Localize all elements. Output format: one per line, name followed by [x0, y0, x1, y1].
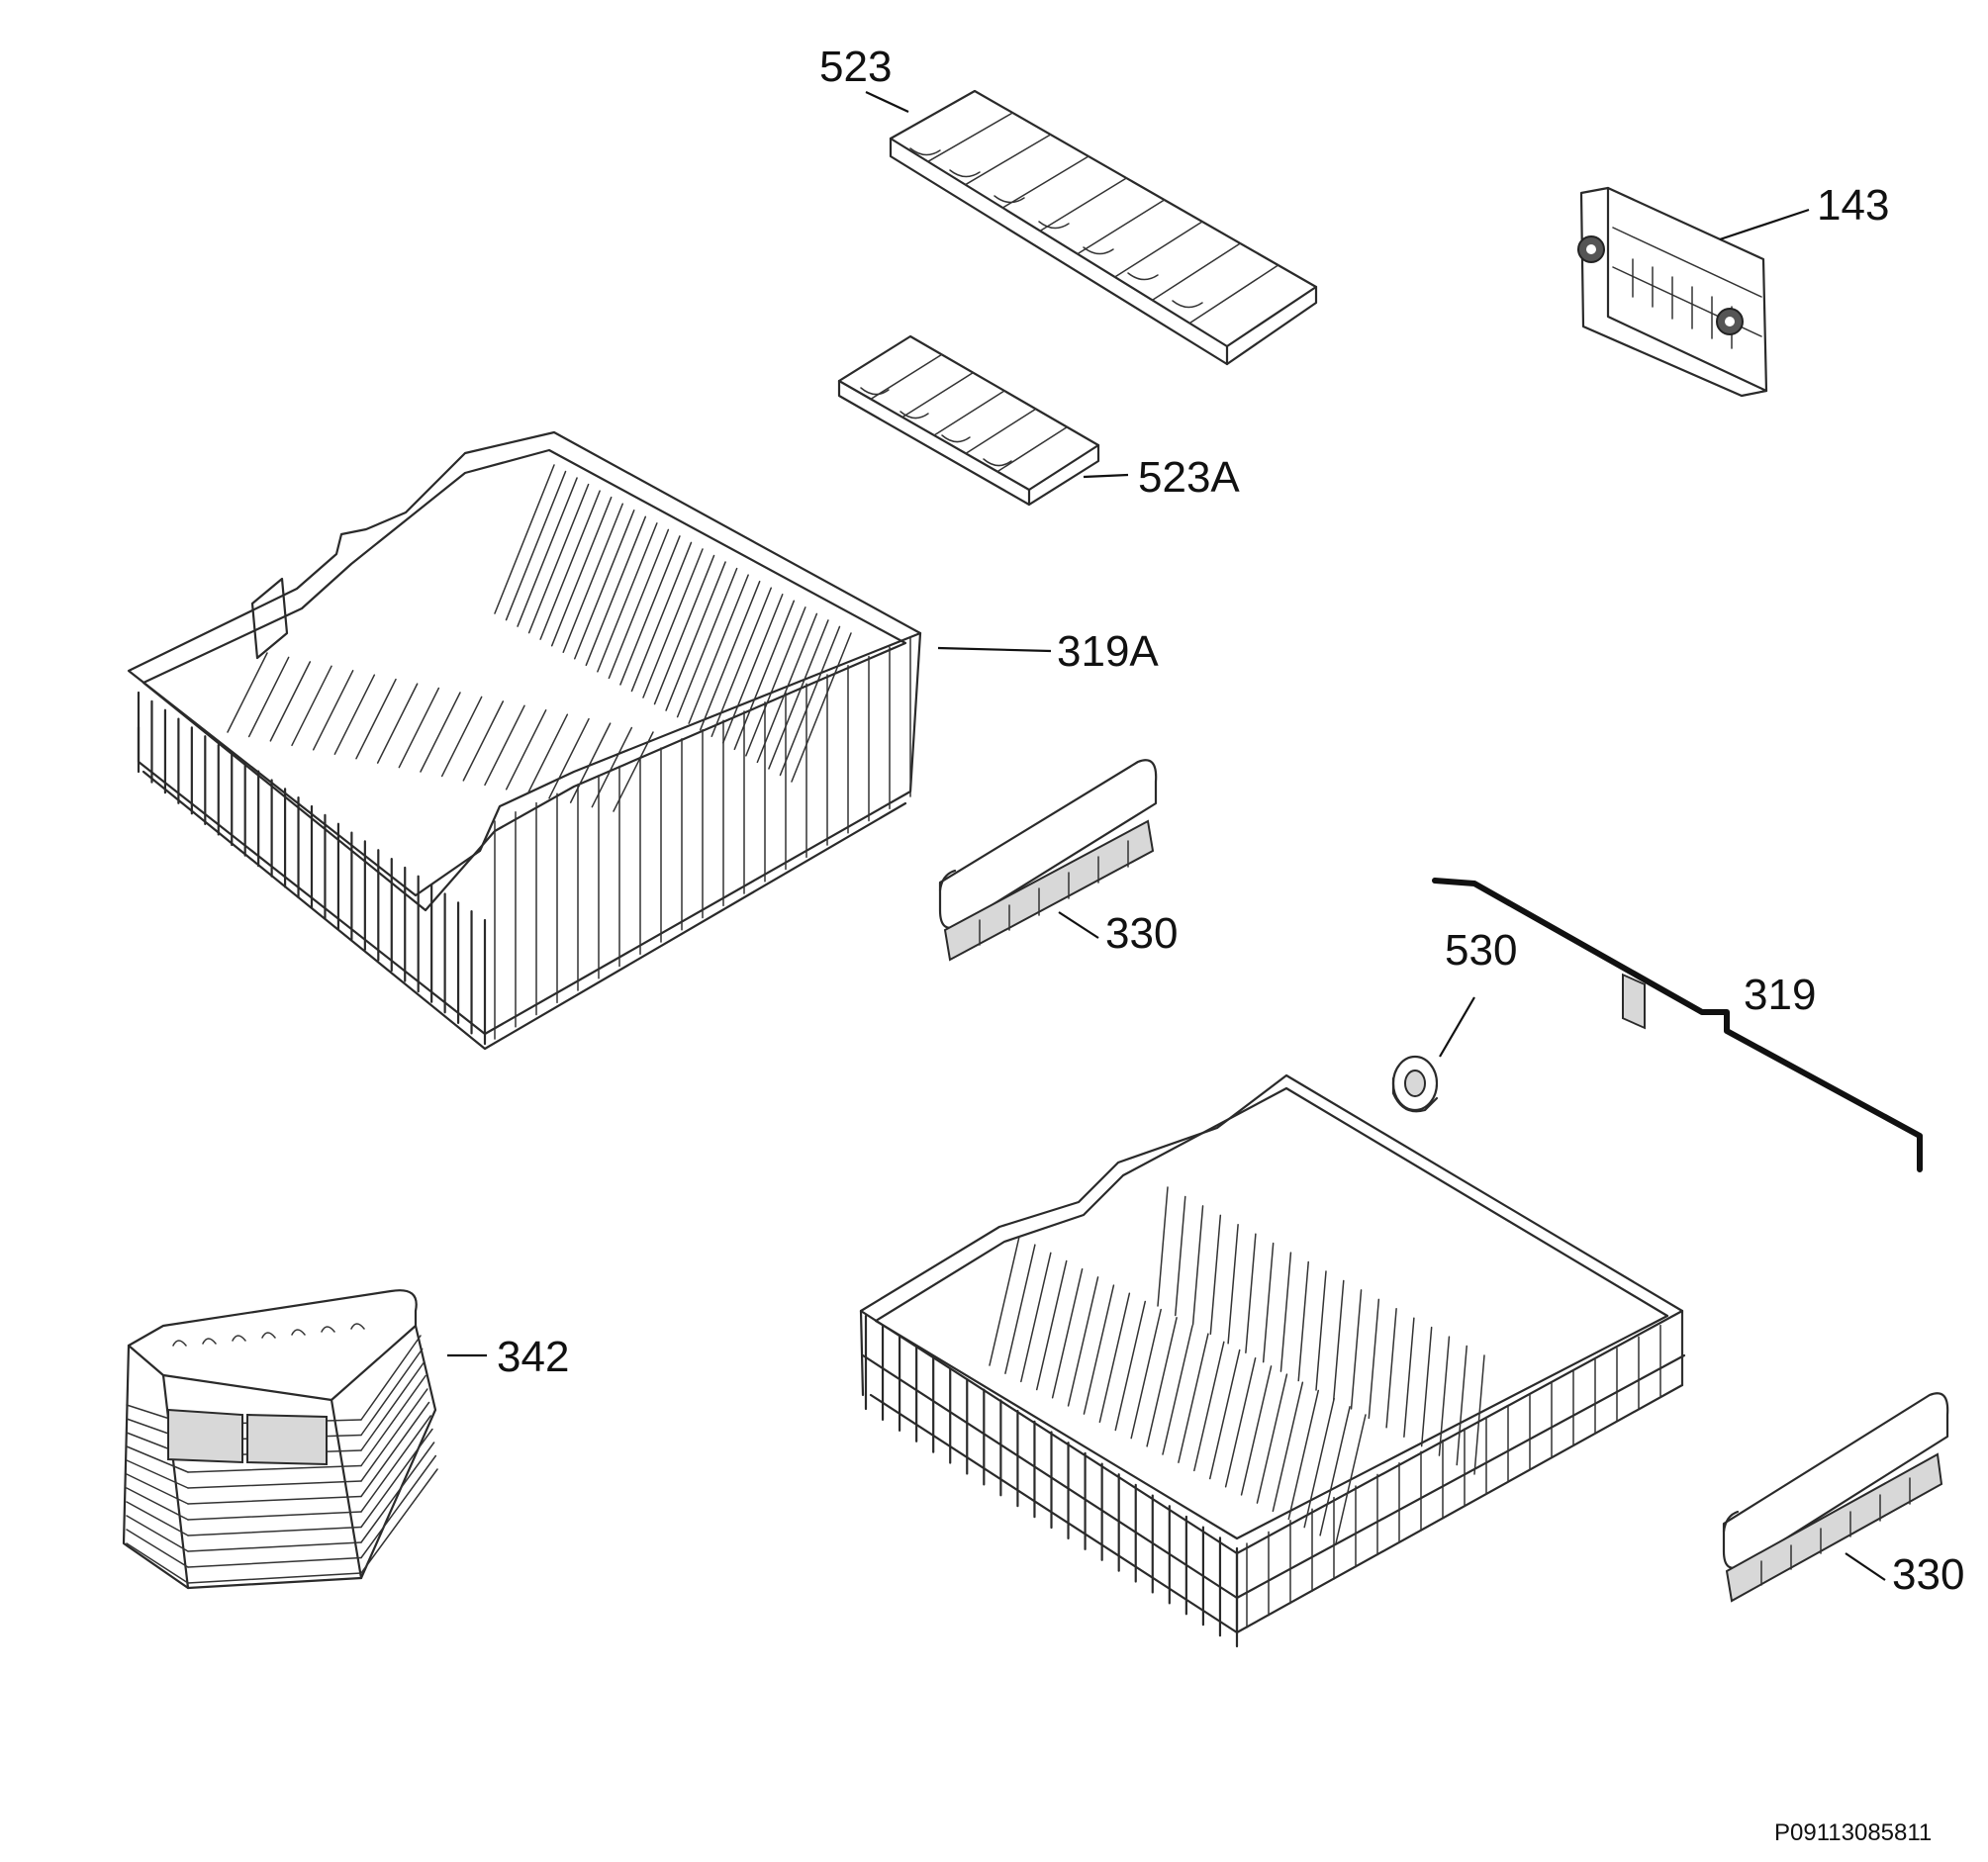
leader-330-lower: [1845, 1552, 1886, 1581]
leader-523a: [1083, 473, 1129, 479]
part-330-lower-rail-cap[interactable]: [1722, 1392, 1949, 1603]
part-319a-upper-basket[interactable]: [127, 430, 922, 1051]
label-330-upper: 330: [1105, 909, 1178, 958]
label-342: 342: [497, 1333, 569, 1381]
part-523a-short-shelf[interactable]: [837, 334, 1100, 507]
part-523-cup-shelf[interactable]: [889, 89, 1318, 366]
part-319-lower-basket[interactable]: [859, 1073, 1686, 1648]
leader-319a: [937, 646, 1052, 653]
part-342-cutlery-basket[interactable]: [122, 1289, 438, 1590]
part-143-rail-bracket[interactable]: [1577, 186, 1768, 1030]
leader-143: [1719, 208, 1810, 241]
label-523: 523: [819, 43, 892, 91]
label-530: 530: [1445, 926, 1517, 975]
bracket-319: [1432, 878, 1923, 1172]
document-code: P09113085811: [1774, 1819, 1932, 1846]
part-530-wheel[interactable]: [1391, 1055, 1439, 1113]
part-330-upper-rail-cap[interactable]: [938, 759, 1158, 962]
label-143: 143: [1817, 181, 1889, 230]
label-319: 319: [1744, 971, 1816, 1019]
leader-530: [1439, 996, 1475, 1058]
label-330-lower: 330: [1892, 1550, 1964, 1599]
leader-330-upper: [1058, 911, 1099, 939]
label-319a: 319A: [1057, 627, 1159, 676]
leader-523: [865, 91, 909, 113]
label-523a: 523A: [1138, 453, 1240, 502]
